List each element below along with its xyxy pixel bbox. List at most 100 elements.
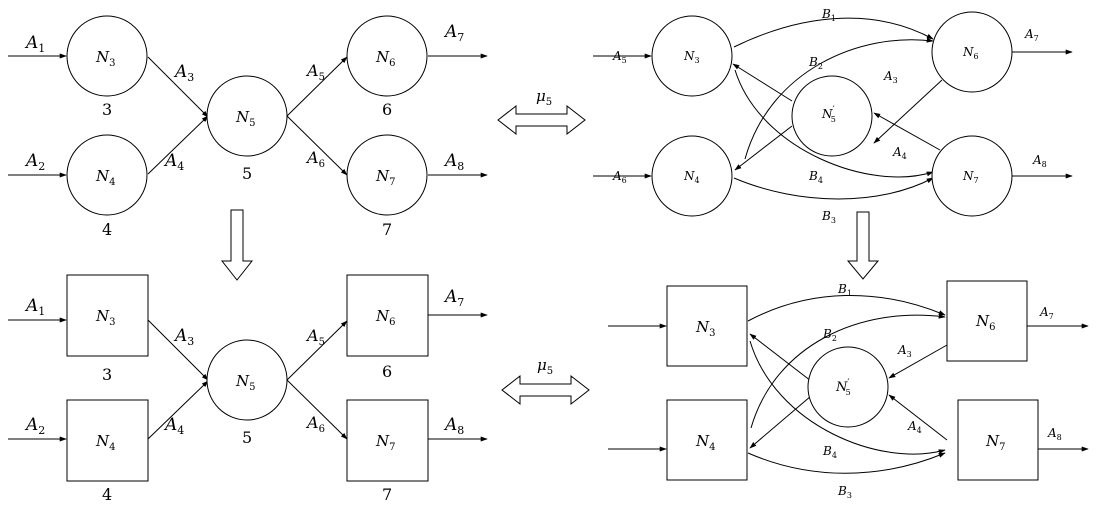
edge-label-a8: A8 — [443, 151, 464, 173]
edge-label-a4: A4 — [163, 415, 184, 437]
node-n7 — [346, 134, 428, 216]
node-label-n7: N7 — [962, 169, 979, 185]
node-number-6: 6 — [382, 100, 392, 119]
double-arrow-icon — [501, 374, 590, 406]
edge-label-b3: B3 — [837, 484, 852, 500]
node-n4 — [666, 399, 748, 481]
node-number-3: 3 — [102, 365, 112, 384]
edge-label-a7: A7 — [443, 22, 464, 44]
edge-b2 — [750, 313, 946, 429]
edge-b3 — [733, 177, 934, 200]
node-label-n4: N4 — [695, 432, 716, 453]
edge-a3 — [873, 79, 943, 144]
edge-label-a6: A6 — [612, 169, 627, 185]
edge-a5 — [286, 56, 348, 117]
node-label-n3: N3 — [95, 307, 116, 328]
edge-a4 — [888, 394, 948, 441]
node-label-n3: N3 — [695, 318, 716, 339]
edge-label-a7: A7 — [1039, 305, 1054, 321]
node-n7 — [957, 399, 1039, 481]
double-arrow-icon — [497, 104, 586, 136]
edge-a4 — [873, 112, 941, 151]
edge-label-a8: A8 — [443, 415, 464, 437]
edge-a4 — [147, 380, 209, 440]
edge-label-a5: A5 — [612, 49, 627, 65]
edge-a6 — [286, 379, 348, 440]
node-label-n6: N6 — [975, 312, 996, 333]
edge-label-b4: B4 — [808, 169, 823, 185]
down-arrow-icon — [846, 211, 880, 280]
edge-b1 — [747, 294, 946, 322]
edge-label-a4: A4 — [892, 145, 907, 161]
node-label-n4: N4 — [683, 169, 700, 185]
edge-b2 — [744, 37, 934, 160]
node-number-5: 5 — [242, 164, 252, 183]
node-number-6: 6 — [382, 362, 392, 381]
node-label-n4: N4 — [95, 432, 116, 453]
node-n6 — [946, 280, 1028, 362]
node-n7 — [346, 399, 429, 482]
node-n4 — [66, 134, 148, 216]
node-number-3: 3 — [102, 100, 112, 119]
panel-top-right: N3 N4 N′5 N6 N7 A5 A6 A7 A8 B1 B2 B3 B4 … — [593, 7, 1073, 225]
node-n5 — [206, 339, 288, 421]
edge-b4 — [749, 340, 946, 455]
edge-label-a6: A6 — [305, 148, 325, 170]
edge-b4 — [734, 69, 934, 178]
panel-bottom-right: N3 N4 N′5 N6 N7 A7 A8 B1 B2 B3 B4 A3 A4 — [608, 280, 1089, 500]
edge-label-a2: A2 — [24, 415, 45, 437]
edge-label-a4: A4 — [907, 419, 922, 435]
edge-label-a8: A8 — [1047, 426, 1062, 442]
node-n3 — [66, 15, 148, 97]
node-n3 — [666, 285, 748, 367]
edge-label-a7: A7 — [1024, 27, 1039, 43]
node-label-n3: N3 — [95, 48, 116, 69]
edge-n5p-n3 — [749, 333, 812, 382]
edge-label-b1: B1 — [837, 282, 852, 298]
node-label-n5-prime: N′5 — [821, 105, 836, 124]
edge-a4 — [147, 115, 209, 175]
node-label-n5: N5 — [235, 372, 256, 393]
edge-label-a1: A1 — [24, 296, 45, 318]
node-label-n5: N5 — [235, 108, 256, 129]
edge-n5p-n4 — [749, 395, 812, 449]
edge-label-a3: A3 — [883, 69, 898, 85]
edge-a5 — [286, 320, 348, 381]
edge-label-b2: B2 — [808, 55, 823, 71]
edge-n5p-n4 — [734, 125, 793, 171]
edge-label-b1: B1 — [821, 7, 836, 23]
node-label-n6: N6 — [962, 45, 979, 61]
node-n4 — [66, 399, 149, 482]
node-label-n3: N3 — [683, 49, 700, 65]
edge-label-a6: A6 — [305, 413, 325, 435]
edge-a3 — [888, 344, 948, 379]
node-n3 — [651, 15, 733, 97]
edge-label-a2: A2 — [24, 151, 45, 173]
node-n3 — [66, 274, 149, 357]
edge-n5p-n3 — [732, 63, 793, 102]
node-label-n6: N6 — [375, 48, 396, 69]
edge-label-a5: A5 — [305, 326, 325, 348]
node-n5-prime — [791, 75, 873, 157]
edge-b1 — [733, 17, 934, 48]
node-n5-prime — [807, 346, 889, 428]
node-n7 — [931, 135, 1013, 217]
edge-label-a4: A4 — [163, 151, 184, 173]
edge-label-a5: A5 — [305, 61, 325, 83]
edge-label-a8: A8 — [1032, 153, 1047, 169]
node-n6 — [346, 15, 428, 97]
node-number-5: 5 — [242, 428, 252, 447]
node-label-n4: N4 — [95, 167, 116, 188]
node-label-n7: N7 — [375, 432, 396, 453]
edge-a6 — [286, 115, 348, 176]
node-number-4: 4 — [102, 485, 112, 504]
node-number-7: 7 — [382, 220, 392, 239]
down-arrow-icon — [220, 209, 254, 281]
panel-top-left: N3 N4 N5 N6 N7 A1 A2 A3 A4 A5 A6 A7 A8 3… — [8, 15, 488, 239]
node-label-n7: N7 — [375, 167, 396, 188]
node-n4 — [651, 135, 733, 217]
node-label-n5-prime: N′5 — [835, 378, 851, 397]
edge-label-b3: B3 — [821, 209, 836, 225]
mutation-arrow-bottom: μ5 — [501, 356, 590, 406]
